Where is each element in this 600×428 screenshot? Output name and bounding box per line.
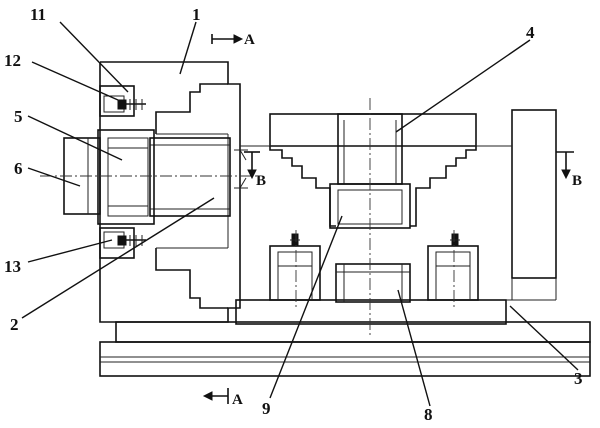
section-label-b-left: B [256, 173, 266, 189]
part-labels: 1 11 12 5 6 13 2 4 3 9 8 [4, 5, 583, 424]
section-label-a-bottom: A [232, 392, 243, 408]
label-part-5: 5 [14, 107, 23, 126]
support-frame-part-3 [235, 109, 557, 325]
section-mark-a-top: A [211, 32, 255, 48]
section-mark-a-bottom: A [202, 388, 243, 408]
right-cylinder [427, 233, 479, 301]
upper-screw-part-12 [117, 99, 146, 110]
leader-lines [21, 21, 579, 407]
lower-block-part-8 [335, 263, 411, 303]
main-body-part-1 [99, 61, 248, 323]
label-part-6: 6 [14, 159, 23, 178]
label-part-3: 3 [574, 369, 583, 388]
base-plate [99, 321, 591, 377]
label-part-4: 4 [526, 23, 535, 42]
label-part-9: 9 [262, 399, 271, 418]
label-part-13: 13 [4, 257, 21, 276]
upper-bracket-part-11 [99, 85, 135, 117]
section-mark-b-right: B [556, 151, 582, 189]
center-lines [40, 98, 455, 336]
section-label-a-top: A [244, 32, 255, 48]
label-part-12: 12 [4, 51, 21, 70]
lower-bracket-part-13 [99, 227, 146, 259]
section-label-b-right: B [572, 173, 582, 189]
label-part-11: 11 [30, 5, 46, 24]
label-part-1: 1 [192, 5, 201, 24]
bushing-part-5 [97, 129, 155, 225]
label-part-2: 2 [10, 315, 19, 334]
stepped-housing-part-4 [240, 113, 512, 227]
section-mark-b-left: B [244, 151, 266, 189]
label-part-8: 8 [424, 405, 433, 424]
shaft-part-2 [149, 137, 231, 217]
